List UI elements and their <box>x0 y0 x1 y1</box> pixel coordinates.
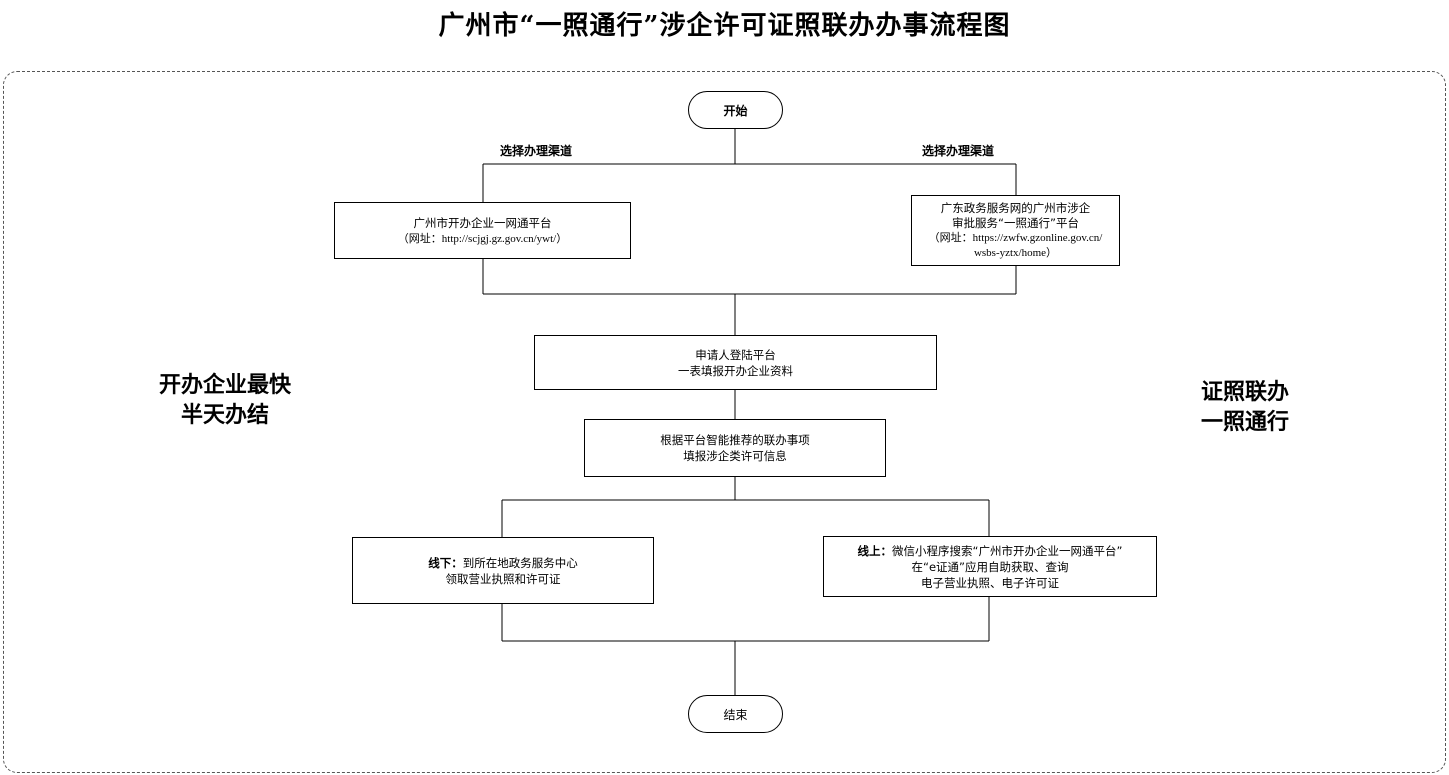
side-note-left-line2: 半天办结 <box>180 402 269 428</box>
left-platform-box: 广州市开办企业一网通平台 （网址：http://scjgj.gz.gov.cn/… <box>334 202 631 259</box>
side-note-right: 证照联办 一照通行 <box>1170 377 1320 437</box>
diagram-frame <box>3 71 1446 773</box>
offline-prefix: 线下： <box>428 555 463 570</box>
end-label: 结束 <box>723 707 748 722</box>
offline-line1: 线下：到所在地政务服务中心 <box>428 555 578 571</box>
online-line1: 线上：微信小程序搜索“广州市开办企业一网通平台” <box>858 543 1123 559</box>
online-text1: 微信小程序搜索“广州市开办企业一网通平台” <box>892 543 1123 558</box>
side-note-left-line1: 开办企业最快 <box>158 372 291 398</box>
side-note-right-line1: 证照联办 <box>1200 379 1289 405</box>
right-platform-name-2: 审批服务“一照通行”平台 <box>952 215 1079 230</box>
offline-text1: 到所在地政务服务中心 <box>462 555 578 570</box>
start-node: 开始 <box>688 91 783 129</box>
page-title: 广州市“一照通行”涉企许可证照联办办事流程图 <box>438 11 1011 41</box>
right-platform-url-1: （网址：https://zwfw.gzonline.gov.cn/ <box>928 231 1103 244</box>
offline-line2: 领取营业执照和许可证 <box>445 571 561 586</box>
login-step-line2: 一表填报开办企业资料 <box>678 363 793 378</box>
recommend-step-line1: 根据平台智能推荐的联办事项 <box>660 433 810 447</box>
offline-box: 线下：到所在地政务服务中心 领取营业执照和许可证 <box>352 537 654 604</box>
side-note-left: 开办企业最快 半天办结 <box>130 370 320 430</box>
online-box: 线上：微信小程序搜索“广州市开办企业一网通平台” 在“e证通”应用自助获取、查询… <box>823 536 1157 597</box>
login-step-box: 申请人登陆平台 一表填报开办企业资料 <box>534 335 937 390</box>
right-platform-name-1: 广东政务服务网的广州市涉企 <box>940 200 1091 215</box>
channel-label-left: 选择办理渠道 <box>500 144 573 158</box>
left-platform-url: （网址：http://scjgj.gz.gov.cn/ywt/） <box>397 232 568 245</box>
online-line3: 电子营业执照、电子许可证 <box>921 575 1059 590</box>
right-platform-url-2: wsbs-yztx/home） <box>973 246 1058 259</box>
side-note-right-line2: 一照通行 <box>1200 409 1289 435</box>
start-label: 开始 <box>723 103 748 118</box>
end-node: 结束 <box>688 695 783 733</box>
recommend-step-box: 根据平台智能推荐的联办事项 填报涉企类许可信息 <box>584 419 886 477</box>
left-platform-name: 广州市开办企业一网通平台 <box>413 215 552 230</box>
online-line2: 在“e证通”应用自助获取、查询 <box>911 559 1069 574</box>
right-platform-box: 广东政务服务网的广州市涉企 审批服务“一照通行”平台 （网址：https://z… <box>911 195 1120 266</box>
recommend-step-line2: 填报涉企类许可信息 <box>683 449 787 463</box>
channel-label-right: 选择办理渠道 <box>922 144 995 158</box>
login-step-line1: 申请人登陆平台 <box>695 347 776 362</box>
online-prefix: 线上： <box>857 543 893 558</box>
